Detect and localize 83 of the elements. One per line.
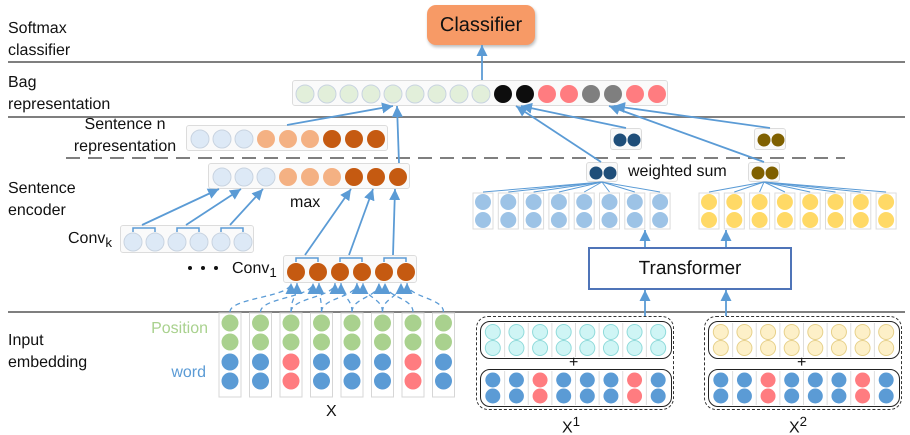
classifier-box	[427, 5, 535, 45]
node-caption: Position	[150, 319, 208, 339]
vector-bar	[120, 225, 254, 253]
dashed-arrow	[229, 282, 292, 312]
node-caption: word	[170, 363, 206, 383]
text-label: Softmax classifier	[8, 19, 72, 61]
node-caption: X	[326, 402, 338, 422]
arrow	[389, 188, 400, 256]
transformer-box	[588, 247, 792, 290]
arrow	[229, 188, 264, 226]
connector-line	[759, 182, 764, 192]
dashed-arrow	[404, 282, 444, 312]
node-caption: Conv$_{k}$	[68, 229, 114, 252]
dashed-arrow	[336, 282, 353, 312]
node-caption: Sentence n representation	[72, 115, 178, 157]
dashed-group-box	[476, 316, 674, 410]
arrow	[186, 188, 242, 226]
arrow	[520, 102, 626, 129]
arrow	[476, 45, 488, 80]
arrow	[640, 290, 650, 316]
token-grid	[700, 192, 898, 230]
text-label: Sentence encoder	[8, 179, 77, 221]
vector-bar	[186, 125, 388, 151]
vector-bar	[586, 162, 618, 182]
vector-bar	[610, 128, 642, 150]
connector-line	[508, 182, 602, 192]
text-label: Bag representation	[8, 73, 112, 115]
text-label: +	[797, 353, 806, 373]
arrow	[304, 188, 352, 256]
text-label: +	[569, 353, 578, 373]
node-label: Transformer	[638, 258, 742, 280]
arrow	[392, 106, 403, 164]
connector-line	[482, 182, 602, 192]
text-label: Input embedding	[8, 331, 88, 373]
dashed-arrow	[381, 282, 414, 312]
dashed-arrow	[290, 282, 338, 312]
connector-line	[533, 182, 602, 192]
dashed-arrow	[260, 282, 315, 312]
connector-line	[584, 182, 602, 192]
arrow	[608, 104, 764, 163]
connector-line	[764, 182, 887, 192]
dashed-arrow	[382, 282, 406, 312]
token-grid	[474, 192, 670, 230]
arrow	[720, 290, 732, 316]
dashed-arrow	[320, 282, 360, 312]
vector-bar	[208, 163, 410, 189]
embedding-row	[480, 321, 672, 359]
dashed-arrow	[290, 282, 302, 312]
arrow	[720, 230, 732, 247]
node-caption: X$^{1}$	[562, 413, 582, 435]
embedding-row	[480, 369, 672, 407]
dashed-arrow	[314, 283, 325, 312]
embedding-matrix	[218, 312, 454, 398]
connector-line	[708, 182, 764, 192]
connector-line	[764, 182, 836, 192]
connector-line	[734, 182, 764, 192]
arrow	[348, 188, 374, 256]
dashed-arrow	[358, 282, 384, 312]
dashed-arrow	[351, 282, 383, 312]
embedding-row	[708, 369, 900, 407]
embedding-row	[708, 321, 900, 359]
node-caption: Conv$_{1}$	[232, 259, 278, 282]
node-label: Classifier	[440, 14, 522, 36]
arrow	[142, 188, 220, 226]
vector-bar	[292, 80, 668, 106]
connector-line	[602, 182, 610, 192]
connector-line	[602, 182, 636, 192]
vector-bar	[283, 255, 417, 283]
arrow	[640, 230, 650, 247]
text-label: max	[290, 193, 320, 213]
connector-line	[602, 182, 661, 192]
arrow	[286, 102, 394, 126]
vector-bar	[754, 128, 786, 150]
dashed-group-box	[704, 316, 902, 410]
connector-line	[764, 182, 786, 192]
connector-line	[558, 182, 602, 192]
arrow	[516, 105, 602, 163]
text-label: weighted sum	[628, 162, 727, 182]
connector-line	[764, 182, 811, 192]
connector-line	[764, 182, 862, 192]
arrow	[614, 102, 770, 129]
vector-bar	[748, 162, 780, 182]
node-caption: X$^{2}$	[789, 413, 808, 435]
